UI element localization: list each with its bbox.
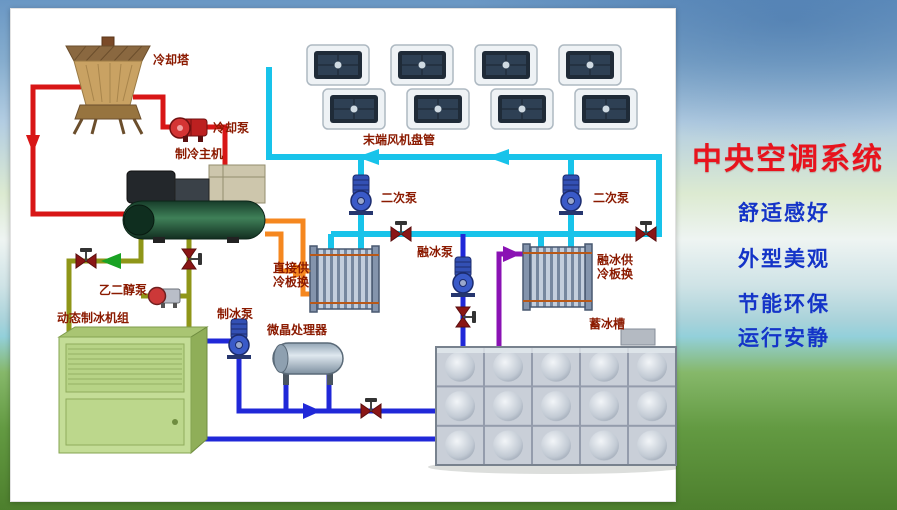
flow-arrow-right	[503, 246, 521, 262]
valve	[360, 397, 382, 419]
secondary-pump-right	[558, 174, 584, 216]
label-secondary-pump-left: 二次泵	[381, 191, 418, 205]
chiller-unit	[122, 164, 266, 243]
label-ice-making-unit: 动态制冰机组	[57, 311, 130, 325]
fan-coil-unit	[490, 88, 554, 130]
label-crystal-processor: 微晶处理器	[267, 323, 328, 337]
cooling-tower	[65, 36, 151, 135]
label-cooling-pump: 冷却泵	[213, 121, 250, 135]
melt-ice-pump	[450, 256, 476, 298]
flow-arrow-right	[293, 263, 311, 279]
diagram-panel: 冷却塔 冷却泵 制冷主机 末端风机盘管 二次泵 二次泵 融冰泵 直接供冷板换 融…	[10, 8, 677, 502]
flow-arrow-left	[101, 253, 121, 269]
flow-arrow-right	[303, 403, 321, 419]
valve	[75, 247, 97, 269]
cooling-pump	[169, 117, 208, 143]
label-ice-storage-tank: 蓄冰槽	[589, 317, 626, 331]
ice-making-unit	[57, 326, 209, 455]
feature-appearance: 外型美观	[738, 247, 830, 271]
label-direct-cooling-hx: 直接供冷板换	[273, 261, 310, 289]
label-ice-making-pump: 制冰泵	[217, 307, 254, 321]
feature-eco: 节能环保	[738, 292, 830, 316]
ice-storage-tank	[428, 328, 677, 474]
crystal-processor	[272, 342, 344, 385]
fan-coil-unit	[558, 44, 622, 86]
fan-coil-unit	[574, 88, 638, 130]
label-secondary-pump-right: 二次泵	[593, 191, 630, 205]
feature-quiet: 运行安静	[738, 326, 830, 350]
flow-arrow-left	[357, 149, 379, 165]
valve	[635, 220, 657, 242]
label-chiller: 制冷主机	[175, 147, 224, 161]
page-title: 中央空调系统	[692, 142, 884, 177]
valve	[390, 220, 412, 242]
secondary-pump-left	[348, 174, 374, 216]
system-diagram	[26, 36, 677, 474]
flow-arrow-down	[26, 135, 40, 153]
label-glycol-pump: 乙二醇泵	[99, 283, 148, 297]
ice-making-pump	[226, 318, 252, 360]
label-melt-cooling-hx: 融冰供冷板换	[597, 253, 634, 281]
fan-coil-unit	[474, 44, 538, 86]
melt-cooling-heat-exchanger	[522, 243, 593, 311]
label-cooling-tower: 冷却塔	[153, 53, 190, 67]
flow-arrow-left	[487, 149, 509, 165]
fan-coil-unit	[322, 88, 386, 130]
glycol-pump	[147, 286, 181, 309]
feature-comfort: 舒适感好	[738, 201, 830, 225]
fan-coil-unit	[390, 44, 454, 86]
direct-cooling-heat-exchanger	[309, 245, 380, 313]
label-melt-ice-pump: 融冰泵	[417, 245, 454, 259]
fan-coil-unit	[406, 88, 470, 130]
fan-coil-unit	[306, 44, 370, 86]
valve	[455, 306, 477, 328]
valve	[181, 248, 203, 270]
label-fan-coil-units: 末端风机盘管	[363, 133, 436, 147]
